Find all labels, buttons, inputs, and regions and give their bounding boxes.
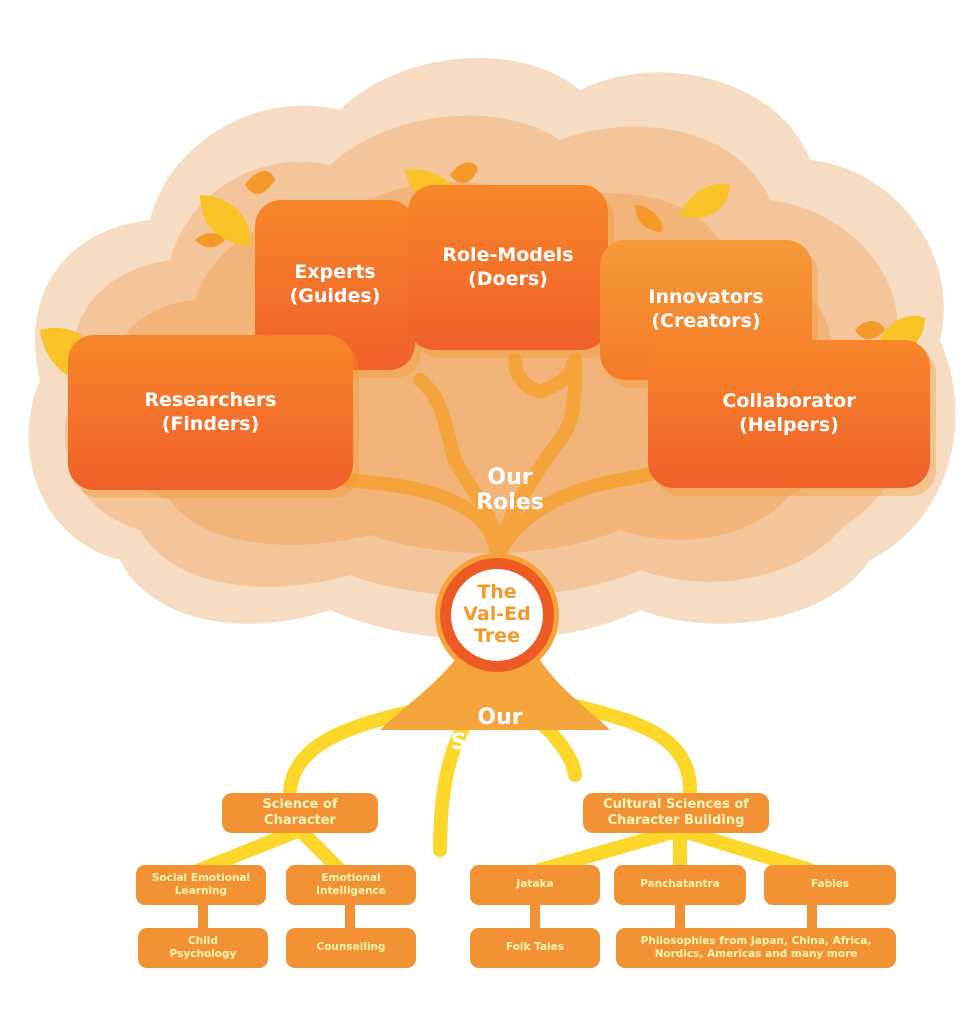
roles-heading-line1: Our <box>487 465 533 490</box>
role-innovators-title: Innovators <box>648 286 764 309</box>
source-ei-line2: Intelligence <box>316 885 386 897</box>
source-sel: Social Emotional Learning <box>136 865 266 905</box>
role-collaborator: Collaborator (Helpers) <box>648 340 930 488</box>
source-philosophies-line1: Philosophies from Japan, China, Africa, <box>640 934 872 947</box>
source-panchatantra-label: Panchatantra <box>640 878 720 891</box>
role-experts-title: Experts <box>294 261 376 284</box>
role-role-models-subtitle: (Doers) <box>468 267 548 290</box>
trunk-base <box>380 660 610 730</box>
source-emotional-intelligence: Emotional Intelligence <box>286 865 416 905</box>
title-line1: The <box>477 581 517 604</box>
role-role-models-title: Role-Models <box>442 243 574 266</box>
sources-heading: Our Sources <box>435 705 565 756</box>
source-folk-tales: Folk Tales <box>470 928 600 968</box>
source-child-psych-line1: Child <box>188 934 218 947</box>
sources-heading-line2: Sources <box>450 730 550 756</box>
sources-heading-line1: Our <box>477 705 523 730</box>
source-folk-tales-label: Folk Tales <box>505 941 565 954</box>
source-fables: Fables <box>764 865 896 905</box>
source-jataka-label: Jataka <box>516 878 554 891</box>
source-fables-label: Fables <box>810 878 850 891</box>
source-ei-line1: Emotional <box>321 871 381 884</box>
source-counselling: Counselling <box>286 928 416 968</box>
roles-heading-line2: Roles <box>476 490 544 516</box>
group-science-of-character: Science of Character <box>222 793 378 833</box>
source-jataka: Jataka <box>470 865 600 905</box>
role-innovators-subtitle: (Creators) <box>651 310 761 332</box>
title-line3: Tree <box>473 624 520 647</box>
source-philosophies-line2: Nordics, Americas and many more <box>654 948 858 960</box>
roles-heading: Our Roles <box>455 465 565 516</box>
role-researchers-subtitle: (Finders) <box>161 412 260 435</box>
group-science-line2: Character <box>264 813 336 828</box>
role-collaborator-title: Collaborator <box>722 390 856 413</box>
root-connectors <box>198 905 817 930</box>
role-collaborator-subtitle: (Helpers) <box>739 414 839 436</box>
role-researchers-title: Researchers <box>144 388 277 411</box>
source-child-psychology: Child Psychology <box>138 928 268 968</box>
source-counselling-label: Counselling <box>316 941 386 954</box>
group-science-line1: Science of <box>262 796 338 812</box>
source-panchatantra: Panchatantra <box>614 865 746 905</box>
source-child-psych-line2: Psychology <box>169 948 237 960</box>
group-cultural-line1: Cultural Sciences of <box>603 796 749 812</box>
group-cultural-line2: Character Building <box>607 813 745 828</box>
title-line2: Val-Ed <box>463 603 531 626</box>
source-sel-line1: Social Emotional <box>151 871 251 884</box>
val-ed-tree-title: The Val-Ed Tree <box>440 558 554 672</box>
role-researchers: Researchers (Finders) <box>68 335 353 490</box>
role-role-models: Role-Models (Doers) <box>408 185 608 350</box>
source-philosophies: Philosophies from Japan, China, Africa, … <box>616 928 896 968</box>
group-cultural-sciences: Cultural Sciences of Character Building <box>583 793 769 833</box>
role-experts-subtitle: (Guides) <box>289 285 381 307</box>
source-sel-line2: Learning <box>174 885 228 897</box>
